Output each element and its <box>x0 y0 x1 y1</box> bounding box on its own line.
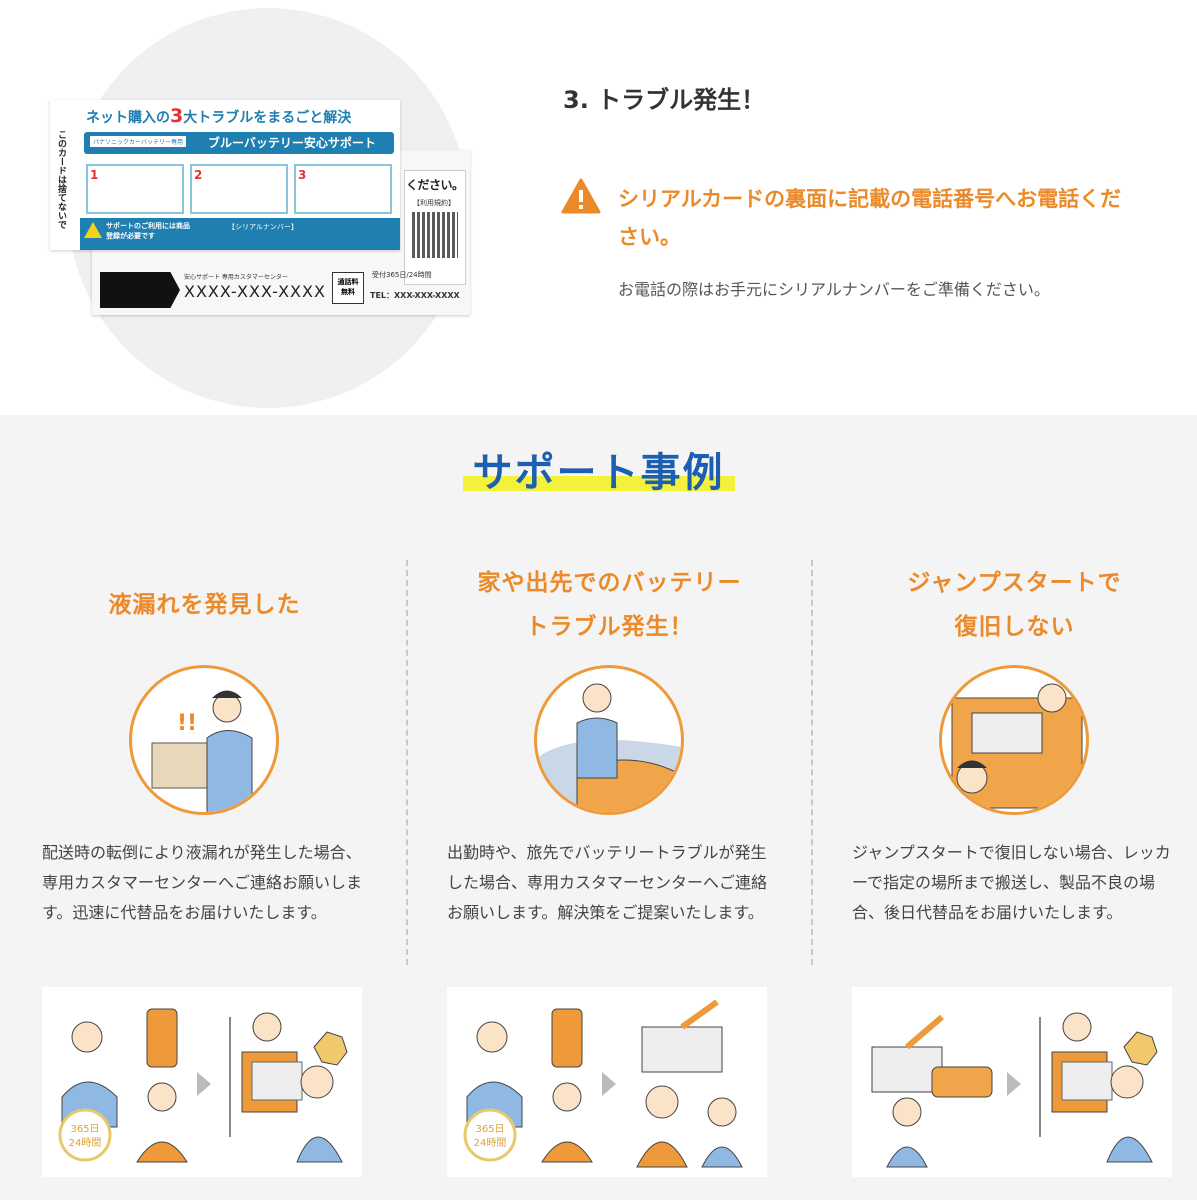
column-divider <box>811 560 813 965</box>
center-label: 安心サポート 専用カスタマーセンター <box>184 274 288 281</box>
card-step: 1 <box>86 164 184 214</box>
card-step: 2 <box>190 164 288 214</box>
card-steps: 1 2 3 <box>86 164 392 214</box>
card-back-tail-text: ください。 <box>406 178 464 192</box>
column-divider <box>406 560 408 965</box>
step-heading: 3. トラブル発生！ <box>563 86 766 114</box>
jumpstart-illustration <box>939 665 1089 815</box>
warning-icon <box>84 222 102 238</box>
card-side-text: このカードは捨てないで <box>56 130 66 229</box>
serial-label: 【シリアルナンバー】 <box>228 223 298 231</box>
badge-text: 365日 <box>70 1124 99 1135</box>
card-notice-bar <box>80 218 400 250</box>
flow-illustration <box>852 987 1172 1177</box>
card-tag: パナソニックカーバッテリー専用 <box>90 136 186 147</box>
qr-code-icon <box>412 212 458 258</box>
card-step: 3 <box>294 164 392 214</box>
svg-text:!!: !! <box>177 711 197 736</box>
flow-illustration: 365日 24時間 <box>42 987 362 1177</box>
card-banner-text: ブルーバッテリー安心サポート <box>208 136 376 150</box>
card-front: このカードは捨てないで ネット購入の3大トラブルをまるごと解決 パナソニックカー… <box>50 100 400 250</box>
case-title: ジャンプスタートで復旧しない <box>907 570 1122 640</box>
tel-label: TEL：XXX-XXX-XXXX <box>370 291 460 300</box>
case-card: ジャンプスタートで復旧しない ジャンプスタートで復旧しない場合、レッカーで指定の… <box>852 560 1177 1177</box>
warning-icon <box>561 178 601 214</box>
case-description: ジャンプスタートで復旧しない場合、レッカーで指定の場所まで搬送し、製品不良の場合… <box>852 843 1171 922</box>
case-card: 家や出先でのバッテリートラブル発生！ 出勤時や、旅先でバッテリートラブルが発生し… <box>447 560 772 1177</box>
battery-trouble-illustration <box>534 665 684 815</box>
note-text: お電話の際はお手元にシリアルナンバーをご準備ください。 <box>618 280 1050 299</box>
serial-card-image: ください。 【利用規約】 安心サポート 専用カスタマーセンター XXXX-XXX… <box>50 100 470 315</box>
flow-illustration: 365日 24時間 <box>447 987 767 1177</box>
badge-text: 365日 <box>475 1124 504 1135</box>
card-back-terms-label: 【利用規約】 <box>413 199 455 207</box>
hours-label: 受付365日/24時間 <box>372 271 432 279</box>
phone-number: XXXX-XXX-XXXX <box>184 282 326 301</box>
card-headline: ネット購入の3大トラブルをまるごと解決 <box>86 105 352 127</box>
case-title: 液漏れを発見した <box>108 592 301 618</box>
case-description: 出勤時や、旅先でバッテリートラブルが発生した場合、専用カスタマーセンターへご連絡… <box>447 843 768 922</box>
card-notice: サポートのご利用には商品登録が必要です <box>106 222 190 240</box>
badge-text: 24時間 <box>69 1137 102 1149</box>
callout-arrow-shape <box>100 272 180 308</box>
warning-text: シリアルカードの裏面に記載の電話番号へお電話ください。 <box>618 187 1122 249</box>
case-description: 配送時の転倒により液漏れが発生した場合、専用カスタマーセンターへご連絡お願いしま… <box>42 843 363 922</box>
leak-illustration: !! <box>129 665 279 815</box>
section-title-wrap: サポート事例 <box>0 440 1197 498</box>
section-title: サポート事例 <box>462 440 735 498</box>
case-card: 液漏れを発見した !! 配送時の転倒により液漏れが発生した場合、専用カスタマーセ… <box>42 560 367 1177</box>
badge-text: 24時間 <box>474 1137 507 1149</box>
toll-free-badge: 通話料無料 <box>332 272 364 304</box>
troubleshoot-step-section: ください。 【利用規約】 安心サポート 専用カスタマーセンター XXXX-XXX… <box>0 0 1197 415</box>
case-title: 家や出先でのバッテリートラブル発生！ <box>477 570 742 640</box>
